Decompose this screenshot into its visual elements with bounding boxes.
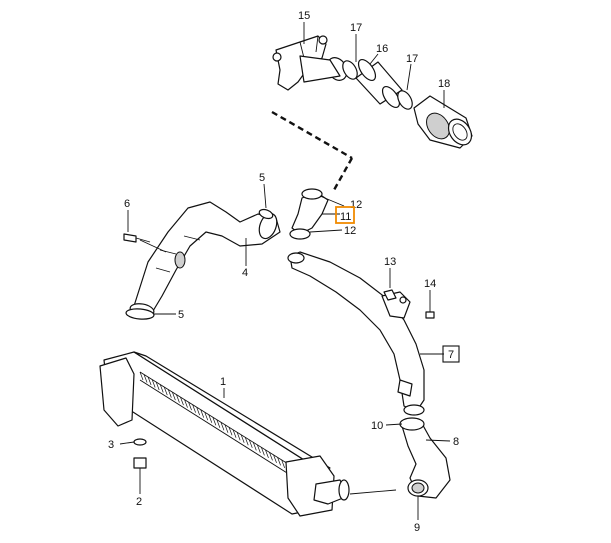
connection-dashed-line-2 (332, 157, 354, 191)
cooler-fin (163, 386, 168, 396)
cooler-fin (188, 402, 192, 411)
callout-16: 16 (376, 43, 388, 55)
cooler-fin (252, 442, 257, 451)
leader-lines (119, 22, 451, 520)
cooler-fin (155, 381, 160, 391)
callout-2: 2 (136, 496, 142, 508)
callout-12-top: 12 (350, 199, 362, 211)
cooler-fin (172, 391, 176, 401)
cooler-fin (228, 427, 233, 436)
callout-1: 1 (220, 376, 226, 388)
charge-pipe-7 (287, 251, 435, 416)
intake-pipe-assembly (272, 35, 473, 149)
cooler-fin (196, 407, 200, 416)
cooler-fin (265, 449, 269, 458)
cooler-fin (147, 376, 152, 386)
cooler-fin (184, 399, 188, 408)
connection-dashed-line (271, 110, 353, 160)
cooler-fin (273, 454, 277, 464)
callout-11-highlight (335, 206, 355, 224)
callout-7: 7 (448, 349, 454, 361)
cooler-fin (269, 452, 273, 461)
cooler-fin (244, 437, 249, 446)
callout-labels: 15 17 16 17 18 5 6 12 11 12 4 13 14 5 7 … (108, 10, 459, 534)
callout-11: 11 (340, 211, 351, 223)
callout-10: 10 (371, 420, 383, 432)
cooler-fin (151, 379, 156, 388)
cooler-fin (220, 422, 225, 431)
cooler-fin (143, 374, 148, 383)
intercooler-1 (99, 351, 350, 517)
callout-17-left: 17 (350, 22, 362, 34)
cooler-fin (180, 396, 184, 406)
cooler-fin (224, 424, 229, 433)
callout-3: 3 (108, 439, 114, 451)
cooler-fin (159, 384, 164, 393)
cooler-fin (204, 412, 209, 421)
cooler-fin (167, 389, 172, 398)
cooler-fin (240, 434, 245, 443)
cooler-fin (257, 444, 261, 453)
cooler-fin (281, 459, 285, 469)
hose-8 (399, 417, 451, 499)
cooler-fin (139, 371, 144, 381)
callout-8: 8 (453, 436, 459, 448)
elbow-11 (289, 188, 329, 240)
callout-4: 4 (242, 267, 248, 279)
cooler-fin (261, 447, 265, 456)
charge-pipe-4 (123, 201, 281, 320)
cooler-fin (208, 414, 213, 423)
cooler-fin (216, 419, 221, 428)
cooler-fin (212, 417, 217, 426)
cooler-fin (200, 409, 205, 418)
callout-18: 18 (438, 78, 450, 90)
callout-13: 13 (384, 256, 396, 268)
callout-6: 6 (124, 198, 130, 210)
callout-5-bottom: 5 (178, 309, 184, 321)
callout-14: 14 (424, 278, 436, 290)
cooler-fin (232, 429, 237, 438)
cooler-fin (236, 432, 241, 441)
callout-5-top: 5 (259, 172, 265, 184)
callout-7-box (442, 345, 460, 363)
callout-17-right: 17 (406, 53, 418, 65)
cooler-fin (248, 439, 253, 448)
cooler-fin (192, 404, 196, 413)
cooler-fin (176, 394, 180, 403)
cooler-fin (277, 457, 281, 466)
callout-12-bottom: 12 (344, 225, 356, 237)
callout-15: 15 (298, 10, 310, 22)
callout-9: 9 (414, 522, 420, 534)
